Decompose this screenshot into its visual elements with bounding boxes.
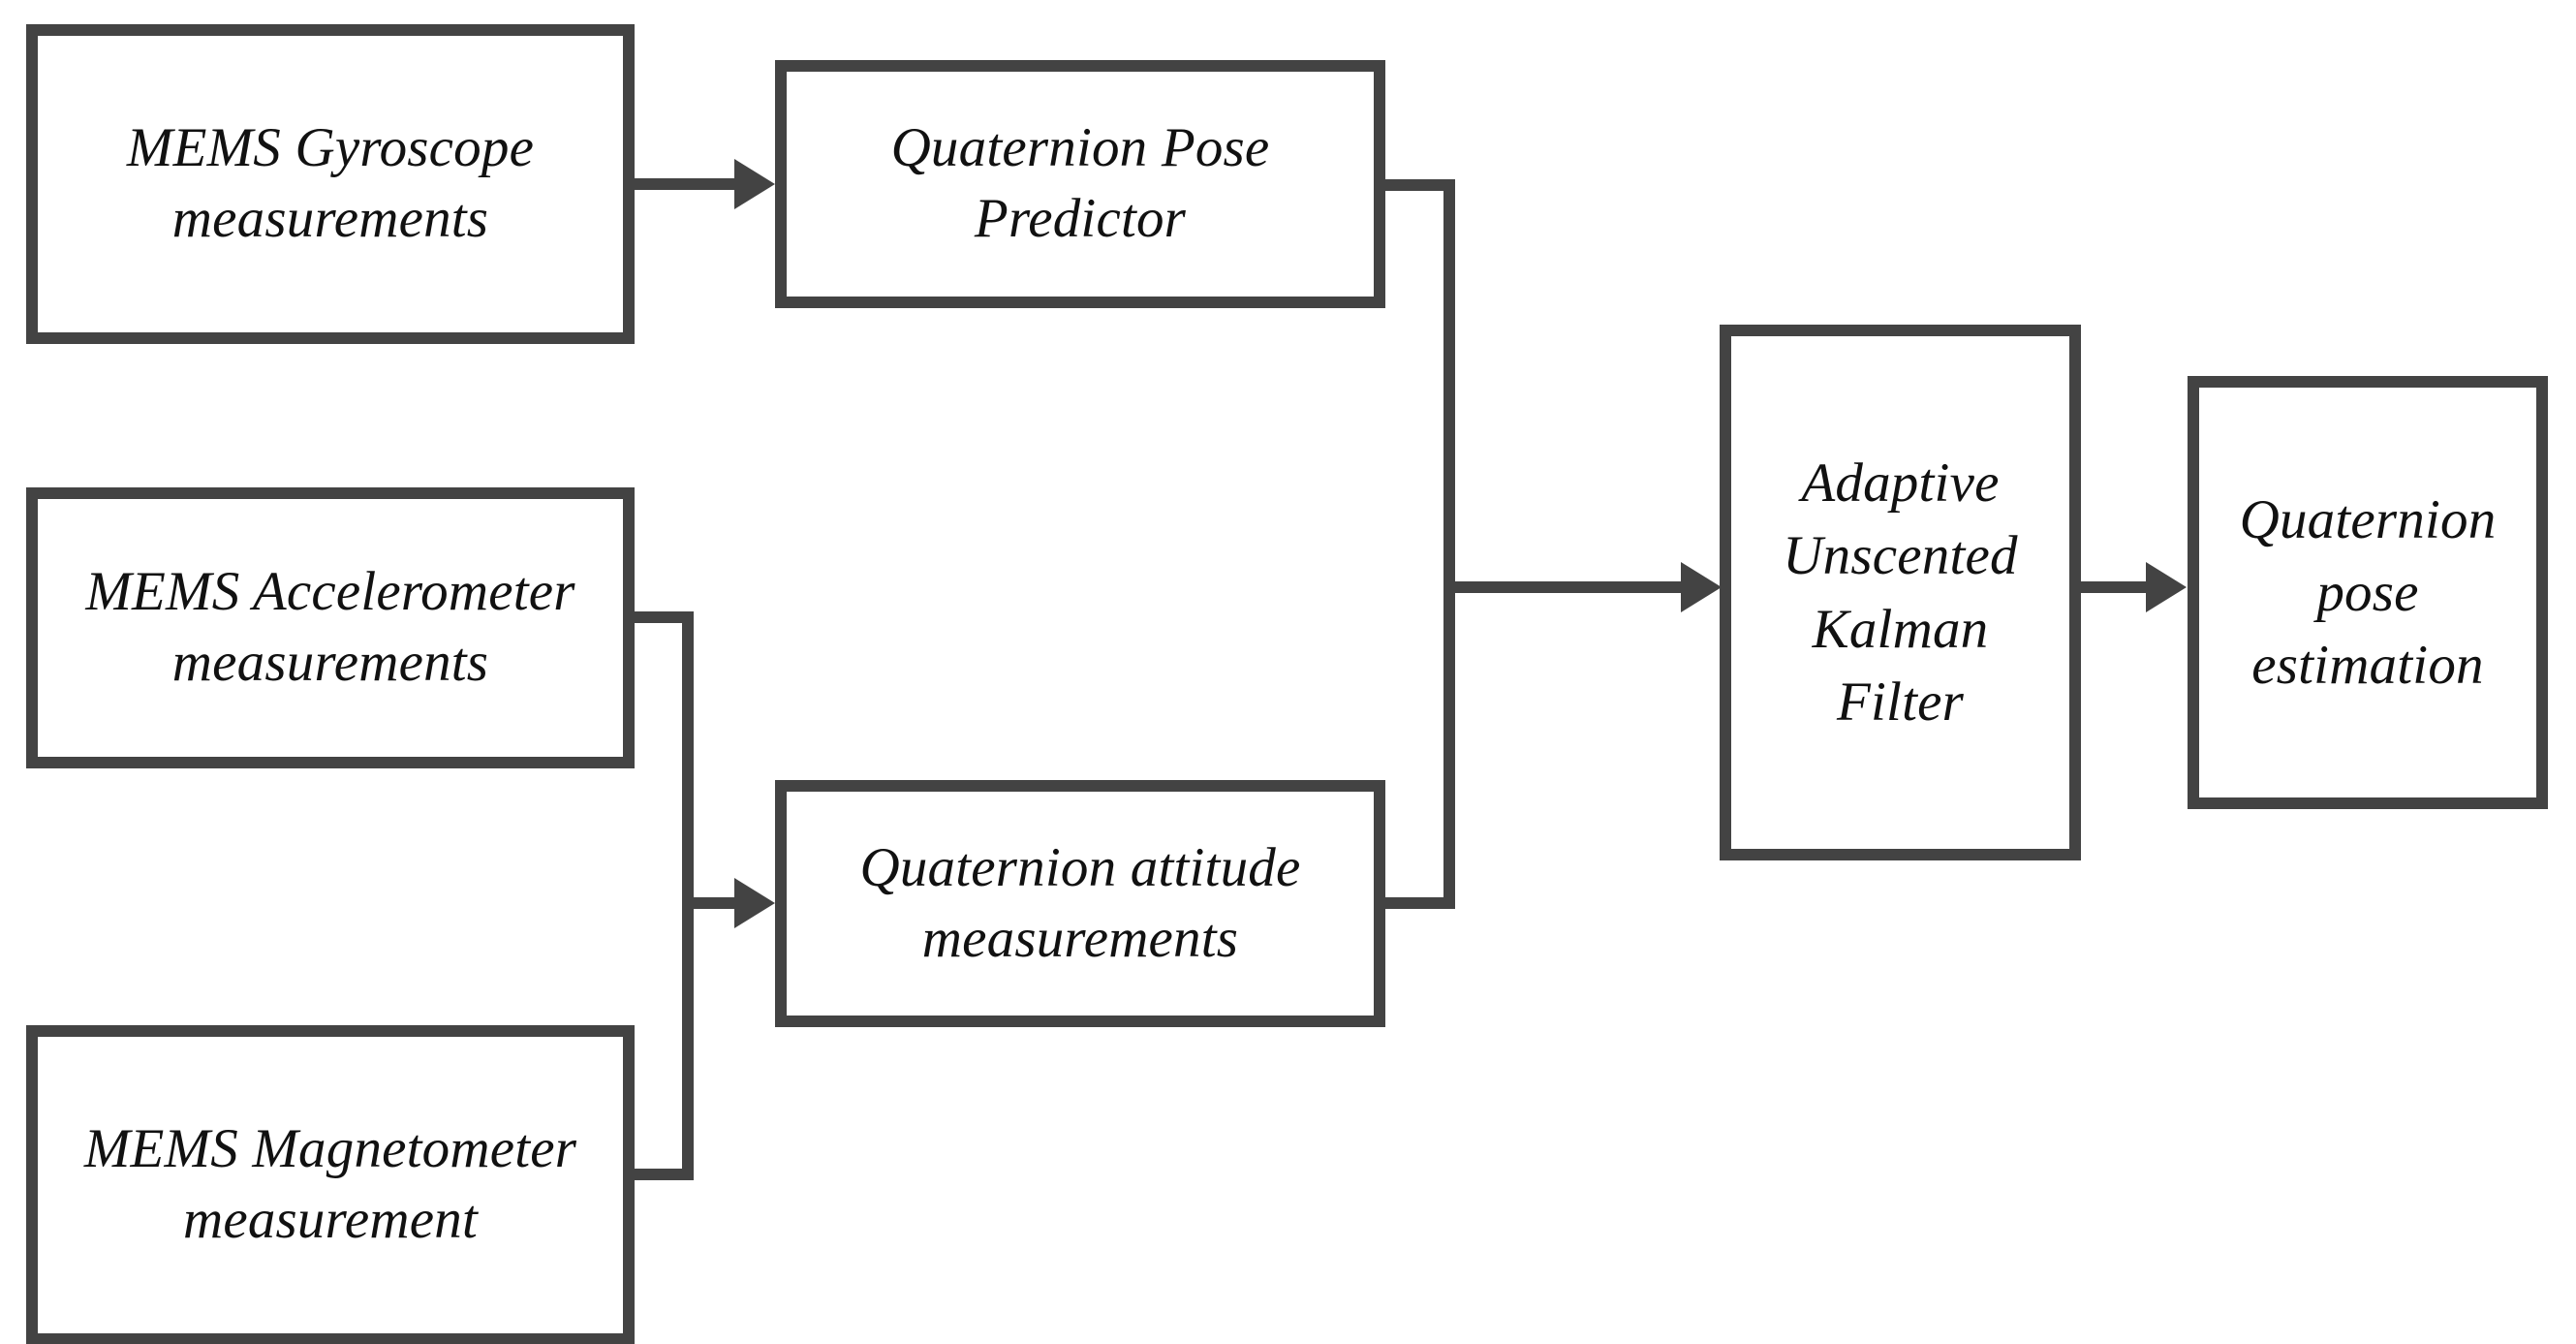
node-mems-magnetometer-label: MEMS Magnetometer measurement (83, 1118, 577, 1250)
node-quaternion-pose-estimation-label: Quaternion pose estimation (2239, 488, 2497, 697)
arrowhead-icon-gyroscope-to-predictor (734, 159, 775, 209)
node-quaternion-attitude-measurements-label: Quaternion attitude measurements (859, 836, 1301, 969)
edge-kalman-filter-to-pose-estimation (2081, 581, 2152, 593)
edge-magnetometer-to-junction (635, 1169, 694, 1180)
edge-junction-to-attitude-measurements (682, 897, 742, 909)
node-mems-accelerometer[interactable]: MEMS Accelerometer measurements (26, 487, 635, 768)
arrowhead-icon-kalman-filter-to-pose-estimation (2146, 562, 2187, 612)
edge-merge-to-kalman-filter (1443, 581, 1688, 593)
node-adaptive-unscented-kalman-filter[interactable]: Adaptive Unscented Kalman Filter (1720, 325, 2081, 860)
arrowhead-icon-junction-to-attitude-measurements (734, 878, 775, 928)
node-quaternion-pose-predictor-label: Quaternion Pose Predictor (890, 117, 1270, 249)
node-quaternion-attitude-measurements[interactable]: Quaternion attitude measurements (775, 780, 1385, 1027)
edge-attitude-measurements-to-merge (1385, 897, 1455, 909)
node-quaternion-pose-predictor[interactable]: Quaternion Pose Predictor (775, 60, 1385, 308)
arrowhead-icon-merge-to-kalman-filter (1681, 562, 1722, 612)
node-mems-magnetometer[interactable]: MEMS Magnetometer measurement (26, 1025, 635, 1344)
edge-accelerometer-to-junction (635, 611, 694, 623)
edge-predictor-to-merge (1385, 179, 1455, 191)
edge-right-merge-bus (1443, 179, 1455, 909)
node-mems-gyroscope-label: MEMS Gyroscope measurements (126, 117, 535, 249)
node-mems-accelerometer-label: MEMS Accelerometer measurements (85, 561, 575, 693)
node-adaptive-unscented-kalman-filter-label: Adaptive Unscented Kalman Filter (1783, 453, 2018, 733)
node-mems-gyroscope[interactable]: MEMS Gyroscope measurements (26, 24, 635, 344)
edge-left-merge-bus (682, 611, 694, 1180)
edge-gyroscope-to-predictor (635, 178, 741, 190)
node-quaternion-pose-estimation[interactable]: Quaternion pose estimation (2188, 376, 2548, 809)
